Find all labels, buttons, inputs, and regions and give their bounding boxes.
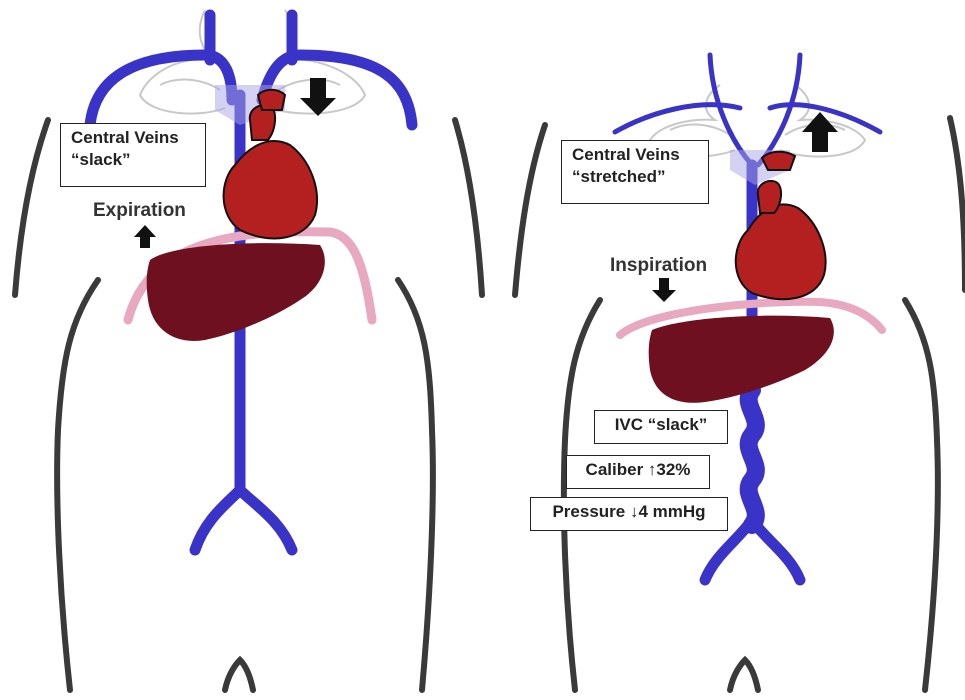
down-arrow-icon bbox=[300, 78, 336, 116]
left-panel-expiration bbox=[15, 10, 482, 690]
right-central-veins-line2: “stretched” bbox=[572, 166, 698, 188]
right-central-veins-line1: Central Veins bbox=[572, 144, 698, 166]
right-central-veins-label: Central Veins “stretched” bbox=[561, 140, 709, 204]
right-phase-label: Inspiration bbox=[610, 255, 707, 277]
left-central-veins-line2: “slack” bbox=[71, 149, 195, 171]
right-liver bbox=[649, 316, 834, 403]
left-central-veins-line1: Central Veins bbox=[71, 127, 195, 149]
left-central-veins-label: Central Veins “slack” bbox=[60, 123, 206, 187]
left-phase-label: Expiration bbox=[93, 200, 186, 222]
up-arrow-icon bbox=[802, 112, 838, 152]
down-arrow-icon bbox=[652, 278, 676, 302]
left-liver bbox=[147, 243, 325, 341]
ivc-slack-label: IVC “slack” bbox=[594, 410, 728, 444]
up-arrow-icon bbox=[134, 225, 156, 248]
pressure-label: Pressure ↓4 mmHg bbox=[530, 497, 728, 531]
caliber-label: Caliber ↑32% bbox=[566, 455, 710, 489]
